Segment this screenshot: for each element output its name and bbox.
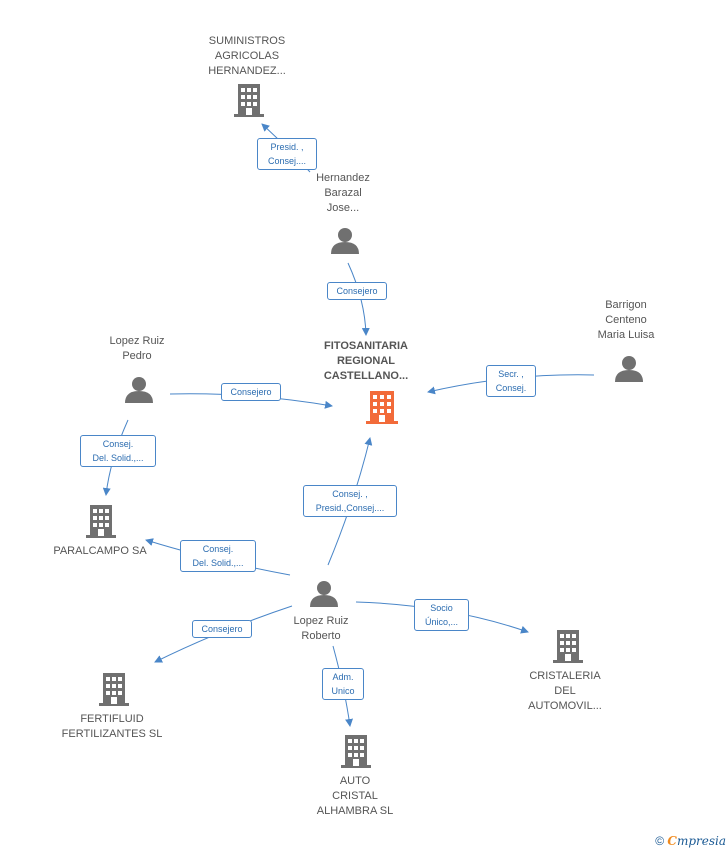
label-line: REGIONAL — [336, 355, 396, 367]
node-label-barrigon[interactable]: Barrigon Centeno Maria Luisa — [566, 298, 686, 343]
node-label-lopez-roberto[interactable]: Lopez Ruiz Roberto — [261, 614, 381, 644]
edge-label-line: Socio — [430, 603, 453, 613]
node-label-cristaleria[interactable]: CRISTALERIA DEL AUTOMOVIL... — [505, 669, 625, 714]
edge-label-line: Unico — [331, 686, 355, 696]
edge-label-line: Consej. , — [332, 489, 368, 499]
label-line: SUMINISTROS — [208, 35, 286, 47]
node-label-fitosanitaria[interactable]: FITOSANITARIA REGIONAL CASTELLANO... — [306, 339, 426, 384]
edge-label-line: Secr. , — [498, 369, 524, 379]
building-icon-focus — [366, 391, 398, 424]
label-line: HERNANDEZ... — [208, 65, 286, 77]
label-line: PARALCAMPO SA — [53, 545, 147, 557]
label-line: Jose... — [326, 202, 360, 214]
person-icon — [310, 581, 338, 607]
person-icon — [615, 356, 643, 382]
edge-label-line: Adm. — [332, 672, 354, 682]
edge-label-consejero[interactable]: Consejero — [327, 282, 387, 300]
label-line: Hernandez — [316, 172, 370, 184]
edge-label-adm-unico[interactable]: Adm. Unico — [322, 668, 364, 700]
node-label-lopez-pedro[interactable]: Lopez Ruiz Pedro — [77, 334, 197, 364]
edge-label-line: Del. Solid.,... — [92, 453, 144, 463]
label-line: FERTILIZANTES SL — [61, 728, 163, 740]
edge-label-line: Consejero — [201, 624, 243, 634]
edge-label-socio-unico[interactable]: Socio Único,... — [414, 599, 469, 631]
edge-label-line: Consej. — [495, 383, 527, 393]
label-line: Pedro — [122, 350, 152, 362]
label-line: FITOSANITARIA — [324, 340, 408, 352]
edge-label-line: Consej. — [202, 544, 234, 554]
building-icon — [99, 673, 129, 706]
edge-label-presid-consej[interactable]: Presid. , Consej.... — [257, 138, 317, 170]
label-line: Lopez Ruiz — [293, 615, 349, 627]
edge-label-consejero[interactable]: Consejero — [192, 620, 252, 638]
edge-label-line: Presid. , — [270, 142, 304, 152]
label-line: Lopez Ruiz — [109, 335, 165, 347]
edge-label-consejero[interactable]: Consejero — [221, 383, 281, 401]
building-icon — [553, 630, 583, 663]
edge-label-line: Consejero — [230, 387, 272, 397]
label-line: FERTIFLUID — [80, 713, 144, 725]
building-icon — [341, 735, 371, 768]
edge-label-consej-presid[interactable]: Consej. , Presid.,Consej.... — [303, 485, 397, 517]
node-label-auto-cristal[interactable]: AUTO CRISTAL ALHAMBRA SL — [295, 774, 415, 819]
label-line: ALHAMBRA SL — [316, 805, 394, 817]
edge-label-line: Del. Solid.,... — [192, 558, 244, 568]
node-label-hernandez[interactable]: Hernandez Barazal Jose... — [283, 171, 403, 216]
label-line: Barrigon — [605, 299, 647, 311]
label-line: CASTELLANO... — [323, 370, 409, 382]
label-line: Barazal — [324, 187, 362, 199]
label-line: CRISTAL — [332, 790, 378, 802]
label-line: AUTOMOVIL... — [528, 700, 602, 712]
label-line: Roberto — [301, 630, 341, 642]
node-label-suministros[interactable]: SUMINISTROS AGRICOLAS HERNANDEZ... — [187, 34, 307, 79]
edge-label-line: Único,... — [424, 617, 458, 627]
node-label-paralcampo[interactable]: PARALCAMPO SA — [40, 544, 160, 559]
node-label-fertifluid[interactable]: FERTIFLUID FERTILIZANTES SL — [52, 712, 172, 742]
label-line: CRISTALERIA — [529, 670, 601, 682]
label-line: AUTO — [339, 775, 371, 787]
edge-label-line: Consej.... — [267, 156, 307, 166]
edge-label-consej-del-solid[interactable]: Consej. Del. Solid.,... — [80, 435, 156, 467]
edge-label-consej-del-solid[interactable]: Consej. Del. Solid.,... — [180, 540, 256, 572]
person-icon — [331, 228, 359, 254]
label-line: AGRICOLAS — [214, 50, 280, 62]
edge-label-line: Presid.,Consej.... — [315, 503, 385, 513]
label-line: Maria Luisa — [597, 329, 655, 341]
building-icon — [234, 84, 264, 117]
empresia-logo: © Cmpresia — [655, 834, 726, 848]
edge-label-line: Consejero — [336, 286, 378, 296]
label-line: Centeno — [605, 314, 647, 326]
label-line: DEL — [554, 685, 576, 697]
edge-label-line: Consej. — [102, 439, 134, 449]
building-icon — [86, 505, 116, 538]
person-icon — [125, 377, 153, 403]
edge-label-secr-consej[interactable]: Secr. , Consej. — [486, 365, 536, 397]
